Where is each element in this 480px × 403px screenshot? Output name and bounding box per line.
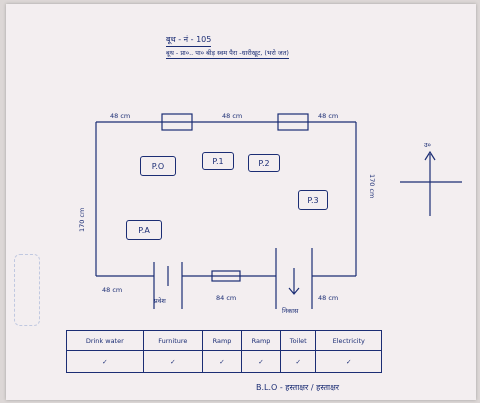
floor-plan [95,113,462,309]
header-cell: Ramp [241,330,282,351]
header-cell: Drink water [66,330,144,351]
tick-cell: ✓ [66,350,144,373]
room-pa: P.A [126,220,162,240]
dim-bottom-mid: 84 cm [216,294,237,302]
stamp-mark [14,254,40,326]
room-p3: P.3 [298,190,328,210]
window-2 [277,113,309,131]
room-p1: P.1 [202,152,234,170]
exit-label: निकास [282,307,299,315]
dim-top-left: 48 cm [110,112,131,120]
tick-cell: ✓ [142,350,204,373]
entry-label: प्रवेश [154,297,166,305]
signature: B.L.O - हस्ताक्षर / हस्ताक्षर [256,383,340,392]
dim-bottom-right: 48 cm [318,294,339,302]
room-p2: P.2 [248,154,280,172]
dim-top-right: 48 cm [318,112,339,120]
tick-cell: ✓ [315,350,382,373]
compass-arrow [424,150,436,161]
document-page: बूथ - नं - 105 बूथ - प्रा०.. पा० बीड़ स्… [6,4,476,400]
header-cell: Ramp [202,330,243,351]
header-cell: Toilet [280,330,317,351]
tick-cell: ✓ [202,350,243,373]
facilities-table: Drink water Furniture Ramp Ramp Toilet E… [66,330,382,373]
window-3 [211,270,241,282]
window-1 [161,113,193,131]
dim-bottom-left: 48 cm [102,286,123,294]
north-label: उ० [424,141,431,149]
booth-location: बूथ - प्रा०.. पा० बीड़ स्वम पैरा -धारीखू… [166,49,289,59]
exit-arrow [288,268,300,295]
room-p0: P.O [140,156,176,176]
dim-right: 170 cm [368,174,376,199]
tick-cell: ✓ [280,350,317,373]
dim-top-mid: 48 cm [222,112,243,120]
dim-left: 170 cm [78,207,86,232]
tick-cell: ✓ [241,350,282,373]
header-cell: Furniture [142,330,204,351]
booth-number: बूथ - नं - 105 [166,34,212,47]
header-cell: Electricity [315,330,382,351]
